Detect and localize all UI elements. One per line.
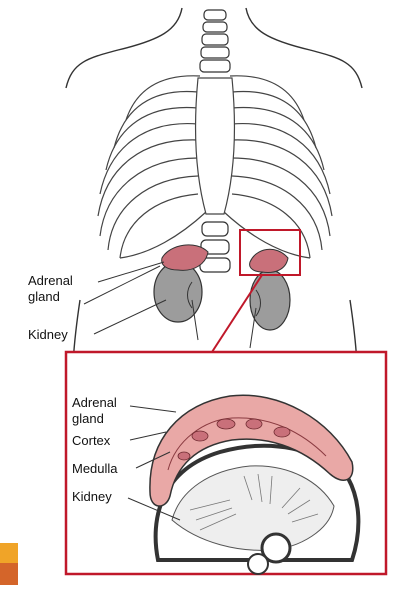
label-medulla-inset: Medulla <box>72 461 118 476</box>
label-kidney-inset: Kidney <box>72 489 112 504</box>
right-adrenal-gland-body <box>250 249 288 272</box>
label-adrenal-gland-body-line1: Adrenal <box>28 273 73 288</box>
spine <box>200 10 230 72</box>
label-adrenal-gland-inset-line1: Adrenal <box>72 395 117 410</box>
label-kidney-body: Kidney <box>28 327 68 342</box>
corner-swatch-top <box>0 543 18 563</box>
corner-swatch-bottom <box>0 563 18 585</box>
left-kidney-body <box>154 262 202 340</box>
body-leader-lines <box>84 262 166 334</box>
right-kidney-body <box>250 270 290 348</box>
lower-spine <box>200 222 230 272</box>
label-cortex-inset: Cortex <box>72 433 110 448</box>
label-adrenal-gland-inset-line2: gland <box>72 411 104 426</box>
label-adrenal-gland-body-line2: gland <box>28 289 60 304</box>
